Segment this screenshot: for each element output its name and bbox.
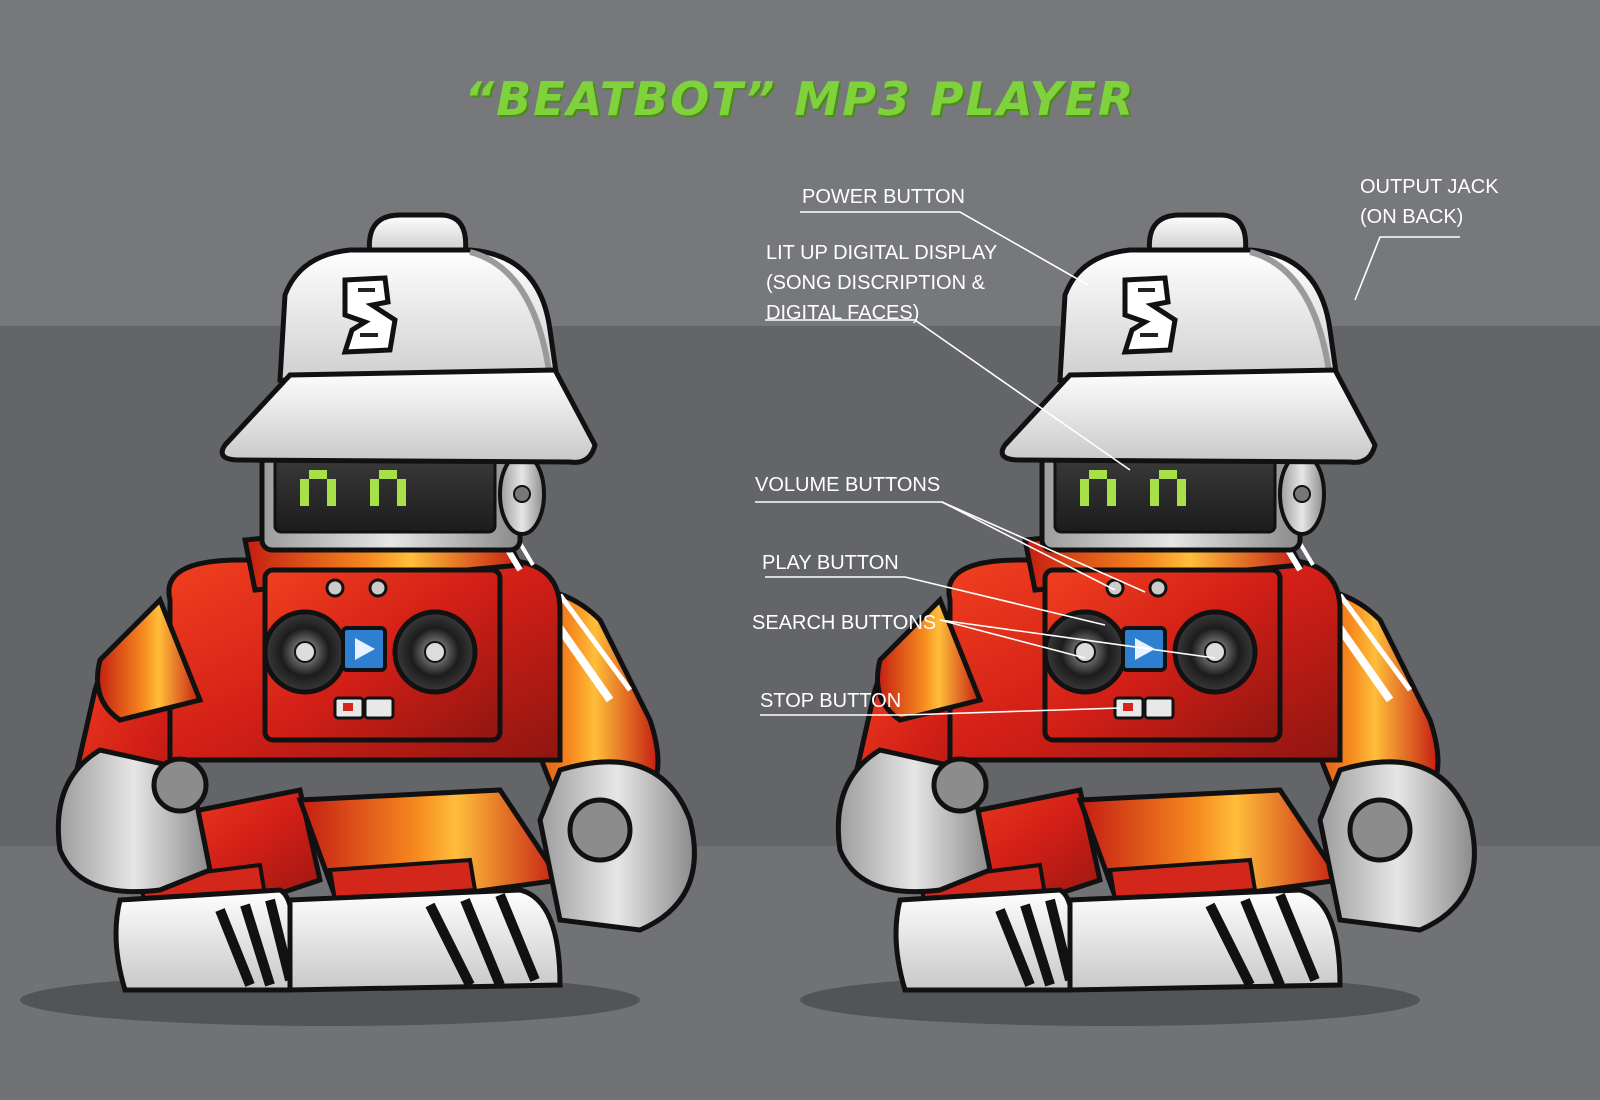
play-button-line <box>765 576 1106 626</box>
volume-buttons-label: VOLUME BUTTONS <box>755 474 941 496</box>
play-button-label: PLAY BUTTON <box>762 552 899 574</box>
power-button-line <box>800 211 1089 286</box>
digital-display-label: LIT UP DIGITAL DISPLAY (SONG DISCRIPTION… <box>766 242 998 324</box>
robot-left <box>20 215 694 1026</box>
output-jack-label: OUTPUT JACK (ON BACK) <box>1360 176 1499 228</box>
callout-lines <box>755 211 1460 716</box>
search-buttons-label: SEARCH BUTTONS <box>752 612 937 634</box>
output-jack-line <box>1354 236 1460 301</box>
page-title: “BEATBOT” MP3 PLAYER <box>464 72 1136 126</box>
stop-button-line <box>760 707 1121 716</box>
digital-display-line <box>765 319 1131 471</box>
power-button-label: POWER BUTTON <box>802 186 965 208</box>
volume-buttons-line-2 <box>941 501 1116 591</box>
search-buttons-line-1 <box>939 619 1086 659</box>
background-band-top <box>0 0 1600 326</box>
stop-button-label: STOP BUTTON <box>760 690 902 712</box>
search-buttons-line-2 <box>939 619 1216 659</box>
